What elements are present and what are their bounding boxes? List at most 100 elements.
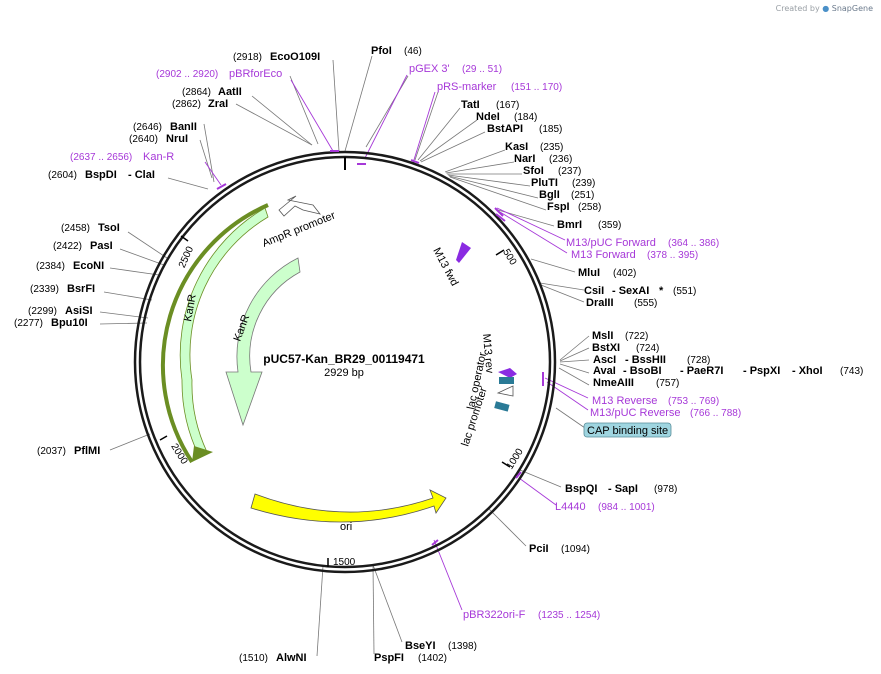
tick-marks	[159, 235, 511, 567]
site-pos-bgli: (251)	[571, 190, 594, 201]
site-name-draiii: DraIII	[586, 297, 614, 309]
site-pos-tati: (167)	[496, 100, 519, 111]
cap-binding-box	[494, 401, 510, 412]
site-pos-nari: (236)	[549, 154, 572, 165]
primer-pos-m13puc-rev: (766 .. 788)	[690, 408, 741, 419]
site-name-pfoi: PfoI	[371, 45, 392, 57]
site-pos-bseyi: (1398)	[448, 641, 477, 652]
primer-name-l4440: L4440	[555, 501, 586, 513]
primer-name-prsmarker: pRS-marker	[437, 81, 497, 93]
site-pos-bspqi: (978)	[654, 484, 677, 495]
site-pos-plut1: (239)	[572, 178, 595, 189]
site-name-nari: NarI	[514, 153, 535, 165]
site-pos-nrui: (2640)	[129, 134, 158, 145]
m13-rev-label: M13 rev	[480, 333, 495, 374]
snapgene-logo-icon: ●	[822, 4, 830, 13]
ori-label: ori	[340, 521, 352, 533]
site-pos-econi: (2384)	[36, 261, 65, 272]
site-name-banii: BanII	[170, 121, 197, 133]
site-pos-alwni: (1510)	[239, 653, 268, 664]
site-pos-nmeaiii: (757)	[656, 378, 679, 389]
ori-arrow	[250, 489, 447, 523]
lac-operator-box	[499, 377, 514, 384]
site-name-asci: AscI	[593, 354, 616, 366]
credit-prefix: Created by	[775, 4, 820, 13]
m13-rev-arrow	[498, 368, 517, 378]
site-name-bgli: BglI	[539, 189, 560, 201]
site-name-bsshii: - BssHII	[625, 354, 666, 366]
primer-pos-m13-reverse: (753 .. 769)	[668, 396, 719, 407]
site-name-mlui: MluI	[578, 267, 600, 279]
site-pos-asci: (728)	[687, 355, 710, 366]
primer-name-pbrforeco: pBRforEco	[229, 68, 282, 80]
site-pos-aatii: (2864)	[182, 87, 211, 98]
site-name-msli: MslI	[592, 330, 613, 342]
plasmid-name: pUC57-Kan_BR29_00119471	[263, 352, 425, 366]
m13-fwd-label: M13 fwd	[430, 246, 460, 288]
backbone-outer	[133, 150, 557, 574]
site-name-fspi: FspI	[547, 201, 570, 213]
site-pos-bstapi: (185)	[539, 124, 562, 135]
site-pos-banii: (2646)	[133, 122, 162, 133]
lac-promoter-arrow	[496, 385, 514, 397]
primer-pos-l4440: (984 .. 1001)	[598, 502, 655, 513]
site-pos-pfoi: (46)	[404, 46, 422, 57]
site-name-paer7i: - PaeR7I	[680, 365, 723, 377]
plasmid-length: 2929 bp	[324, 367, 364, 379]
site-pos-bsrfi: (2339)	[30, 284, 59, 295]
site-pos-ndei: (184)	[514, 112, 537, 123]
ampr-promoter-label: AmpR promoter	[261, 209, 338, 249]
primer-markers	[216, 150, 544, 546]
lac-promoter-label: lac promoter	[459, 386, 489, 448]
site-pos-bmri: (359)	[598, 220, 621, 231]
cap-binding-site-badge	[583, 422, 672, 438]
site-pos-pcii: (1094)	[561, 544, 590, 555]
site-name-sfoi: SfoI	[523, 165, 544, 177]
site-name-tati: TatI	[461, 99, 480, 111]
site-name-sexai: - SexAI	[612, 285, 649, 297]
primer-name-kanr: Kan-R	[143, 151, 174, 163]
credit-brand: SnapGene	[831, 4, 873, 13]
site-name-xhoi: - XhoI	[792, 365, 823, 377]
leader-lines	[99, 55, 590, 657]
kanr-highlight-arc	[160, 203, 269, 464]
site-name-bmri: BmrI	[557, 219, 582, 231]
site-pos-draiii: (555)	[634, 298, 657, 309]
site-pos-asisi: (2299)	[28, 306, 57, 317]
primer-name-m13-reverse: M13 Reverse	[592, 395, 657, 407]
site-pos-tsoi: (2458)	[61, 223, 90, 234]
site-name-ecoo109i: EcoO109I	[270, 51, 320, 63]
site-name-bstxi: BstXI	[592, 342, 620, 354]
site-pos-csii: (551)	[673, 286, 696, 297]
tick-label-1500: 1500	[333, 557, 356, 568]
site-name-alwni: AlwNI	[276, 652, 307, 664]
kanr-outer-arrow	[179, 207, 269, 457]
kanr-outer-label: KanR	[182, 293, 199, 322]
site-name-bsobi: - BsoBI	[623, 365, 662, 377]
site-name-bsrfi: BsrFI	[67, 283, 95, 295]
site-name-pspxi: - PspXI	[743, 365, 780, 377]
site-name-bspdi: BspDI	[85, 169, 117, 181]
site-pos-pflmi: (2037)	[37, 446, 66, 457]
kanr-arrowhead	[192, 446, 213, 462]
site-name-bpu10i: Bpu10I	[51, 317, 88, 329]
primer-name-m13puc-rev: M13/pUC Reverse	[590, 407, 680, 419]
primer-pos-m13puc-fwd: (364 .. 386)	[668, 238, 719, 249]
primer-pos-kanr: (2637 .. 2656)	[70, 152, 132, 163]
primer-pos-prsmarker: (151 .. 170)	[511, 82, 562, 93]
site-name-zrai: ZraI	[208, 98, 228, 110]
site-name-bstapi: BstAPI	[487, 123, 523, 135]
primer-leader-lines	[204, 74, 589, 611]
site-name-pasi: PasI	[90, 240, 113, 252]
site-pos-mlui: (402)	[613, 268, 636, 279]
site-name-avai: AvaI	[593, 365, 616, 377]
site-pos-avai: (743)	[840, 366, 863, 377]
primer-pos-pbr322ori: (1235 .. 1254)	[538, 610, 600, 621]
site-name-nrui: NruI	[166, 133, 188, 145]
site-name-econi: EcoNI	[73, 260, 104, 272]
primer-pos-pbrforeco: (2902 .. 2920)	[156, 69, 218, 80]
site-pos-bpu10i: (2277)	[14, 318, 43, 329]
site-name-kasi: KasI	[505, 141, 528, 153]
site-pos-bstxi: (724)	[636, 343, 659, 354]
primer-name-m13-forward: M13 Forward	[571, 249, 636, 261]
